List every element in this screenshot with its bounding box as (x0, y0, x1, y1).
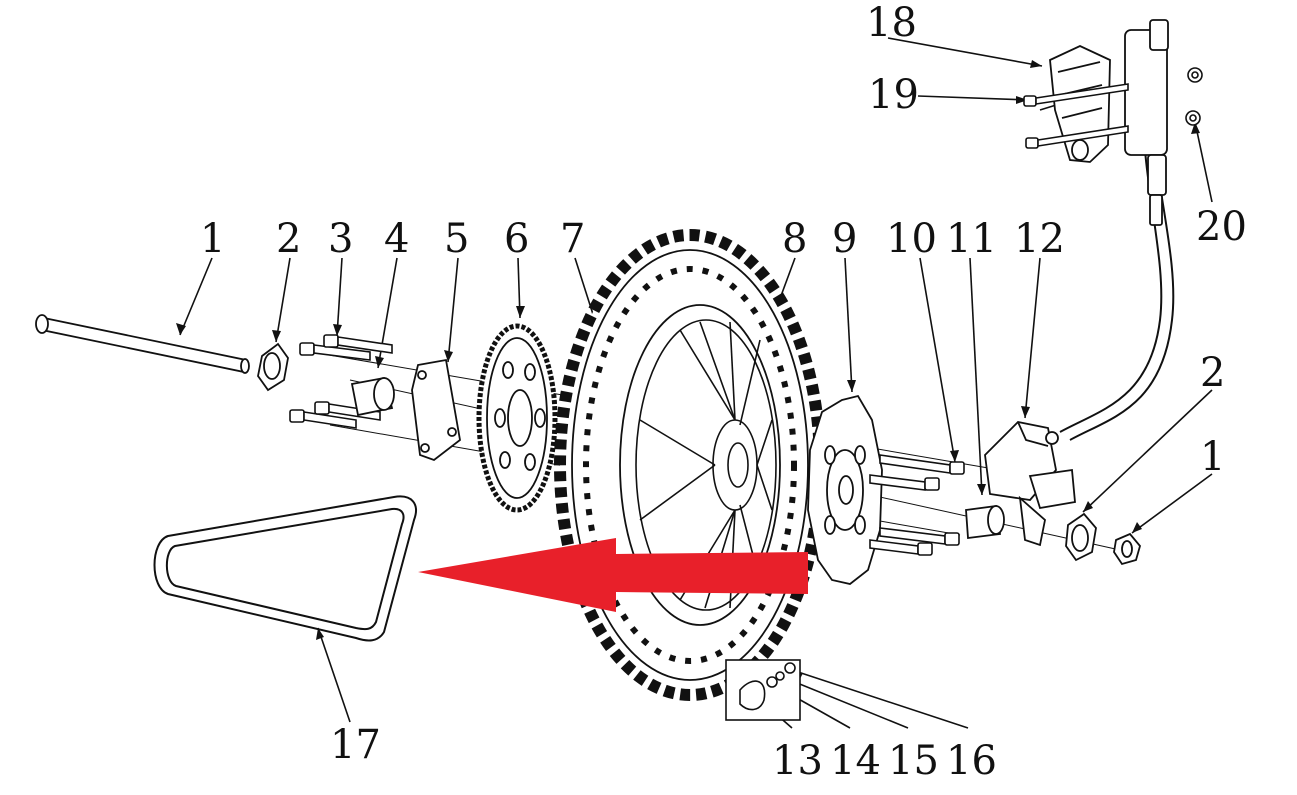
callout-13: 13 (772, 738, 823, 784)
callout-1-right: 1 (1200, 434, 1225, 480)
part-master-cylinder-guard (1049, 45, 1111, 163)
callout-8: 8 (782, 216, 807, 262)
callout-12: 12 (1014, 216, 1065, 262)
part-sprocket-bolts (289, 334, 393, 429)
callout-16: 16 (946, 738, 997, 784)
callout-3: 3 (328, 216, 353, 262)
callout-2-left: 2 (276, 216, 301, 262)
callout-1-left: 1 (200, 216, 225, 262)
callout-9: 9 (832, 216, 857, 262)
callout-labels: 1 2 3 4 5 6 7 8 9 10 11 12 2 1 13 14 15 … (200, 0, 1247, 784)
part-valve-inset (725, 659, 801, 721)
red-direction-arrow (418, 538, 808, 612)
part-brake-caliper (984, 421, 1076, 547)
part-brake-disc (807, 394, 883, 585)
callout-19: 19 (868, 72, 919, 118)
part-rim-hub (635, 319, 777, 611)
callout-20: 20 (1196, 204, 1247, 250)
callout-15: 15 (888, 738, 939, 784)
callout-2-right: 2 (1200, 350, 1225, 396)
part-tire (554, 229, 826, 701)
callout-18: 18 (866, 0, 917, 46)
callout-6: 6 (504, 216, 529, 262)
part-drive-chain (153, 495, 417, 642)
part-sprocket-adapter (411, 358, 461, 462)
part-spacer-left (350, 376, 395, 417)
leader-lines (179, 37, 1213, 729)
callout-10: 10 (886, 216, 937, 262)
callout-5: 5 (444, 216, 469, 262)
callout-17: 17 (330, 722, 381, 768)
part-guard-nuts (1185, 67, 1203, 126)
callout-4: 4 (384, 216, 409, 262)
callout-11: 11 (946, 216, 997, 262)
part-master-cylinder (1124, 19, 1169, 226)
part-axle-nut-right (1113, 532, 1141, 566)
callout-14: 14 (830, 738, 881, 784)
part-spacer-right (965, 504, 1005, 540)
part-sprocket (476, 323, 558, 513)
part-disc-bolts (869, 454, 965, 556)
callout-7: 7 (560, 216, 585, 262)
part-guard-bolts (1023, 83, 1129, 149)
part-nut-left (257, 342, 289, 392)
part-axle (35, 314, 250, 374)
part-nut-right (1065, 512, 1097, 562)
